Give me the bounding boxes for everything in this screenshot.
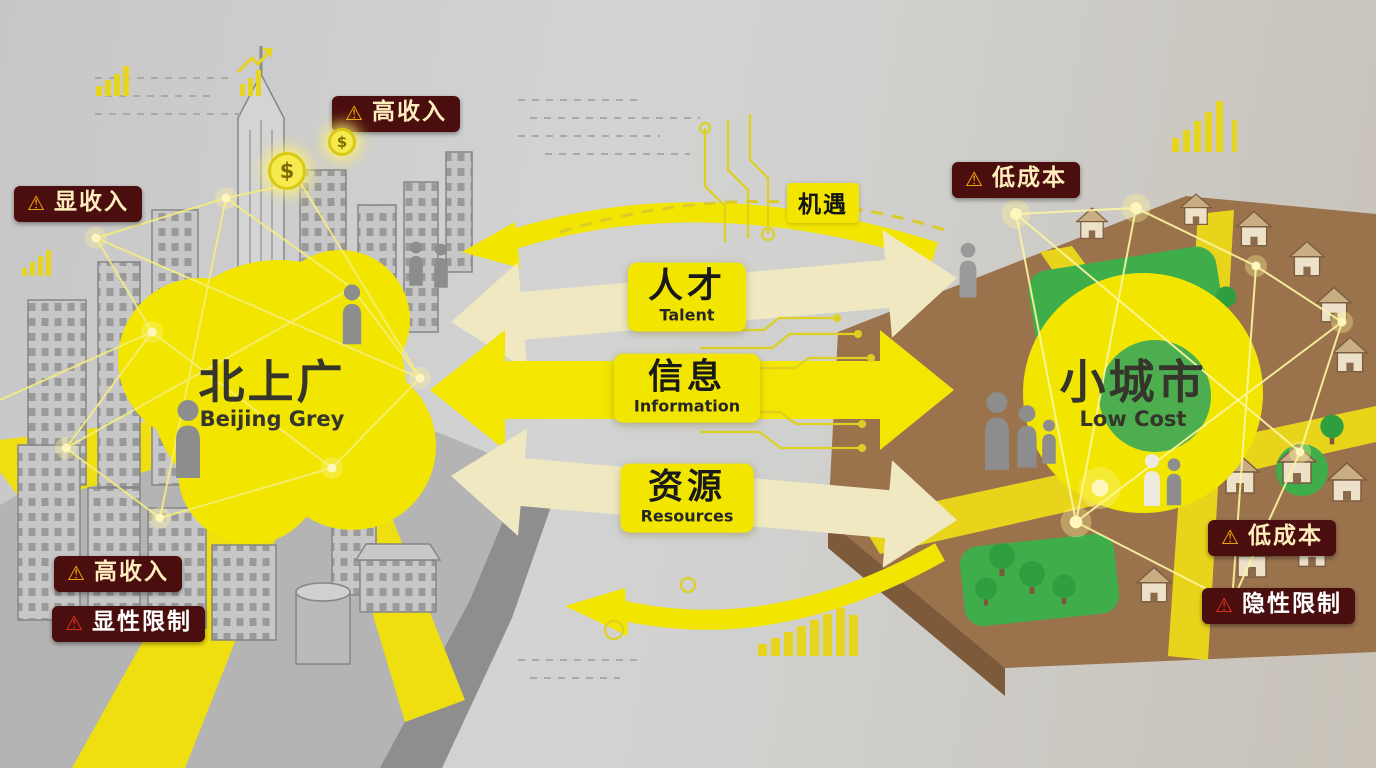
dollar-coin-icon-small: $ (328, 128, 356, 156)
badge-high-income-bottom-label: 高收入 (93, 559, 169, 585)
bar-chart-icon-bottom (758, 608, 858, 656)
network-lines-right (1014, 206, 1344, 604)
flow-talent-label: 人才 Talent (627, 262, 747, 332)
badge-low-cost-side: ⚠ 低成本 (1208, 520, 1336, 556)
growth-arrow-icon (236, 47, 274, 96)
opportunity-label: 机遇 (787, 183, 859, 223)
flow-resources-en: Resources (640, 506, 734, 526)
warning-icon: ⚠ (27, 190, 45, 215)
big-city-name: 北上广 (198, 355, 346, 410)
warning-icon: ⚠ (65, 610, 83, 635)
badge-implicit-limit: ⚠ 隐性限制 (1202, 588, 1355, 624)
badge-high-income-top: ⚠ 高收入 (332, 96, 460, 132)
flow-information-en: Information (633, 396, 741, 416)
badge-low-cost-top: ⚠ 低成本 (952, 162, 1080, 198)
badge-implicit-limit-label: 隐性限制 (1241, 591, 1342, 617)
badge-high-income-top-label: 高收入 (371, 99, 447, 125)
dollar-coin-icon: $ (268, 152, 306, 190)
small-town-name: 小城市 (1059, 355, 1207, 410)
warning-icon: ⚠ (345, 100, 363, 125)
big-city-subtitle: Beijing Grey (199, 407, 345, 432)
small-town-subtitle: Low Cost (1079, 407, 1187, 432)
flow-resources-label: 资源 Resources (620, 463, 754, 533)
small-town-blob (1023, 273, 1263, 513)
small-town-title: 小城市 Low Cost (1060, 358, 1207, 434)
big-city-blob (118, 250, 436, 544)
flow-information-label: 信息 Information (613, 353, 761, 423)
badge-low-cost-top-label: 低成本 (991, 165, 1067, 191)
badge-high-income-bottom: ⚠ 高收入 (54, 556, 182, 592)
flow-talent-en: Talent (659, 305, 715, 325)
badge-low-cost-side-label: 低成本 (1247, 523, 1323, 549)
bar-chart-icon-top-right (1172, 101, 1237, 152)
big-city-title: 北上广 Beijing Grey (199, 358, 346, 434)
flow-talent-zh: 人才 (647, 266, 727, 307)
warning-icon: ⚠ (965, 166, 983, 191)
badge-visible-income: ⚠ 显收入 (14, 186, 142, 222)
warning-icon: ⚠ (1215, 592, 1233, 617)
bar-chart-icon-top-left (96, 66, 129, 96)
mini-bar-chart-icon-left (22, 250, 51, 276)
warning-icon: ⚠ (67, 560, 85, 585)
warning-icon: ⚠ (1221, 524, 1239, 549)
curved-flow-arrows (462, 202, 945, 636)
flow-information-zh: 信息 (647, 357, 727, 398)
network-lines-left (0, 180, 422, 520)
badge-explicit-limit: ⚠ 显性限制 (52, 606, 205, 642)
badge-explicit-limit-label: 显性限制 (91, 609, 192, 635)
badge-visible-income-label: 显收入 (53, 189, 129, 215)
flow-resources-zh: 资源 (647, 467, 727, 508)
